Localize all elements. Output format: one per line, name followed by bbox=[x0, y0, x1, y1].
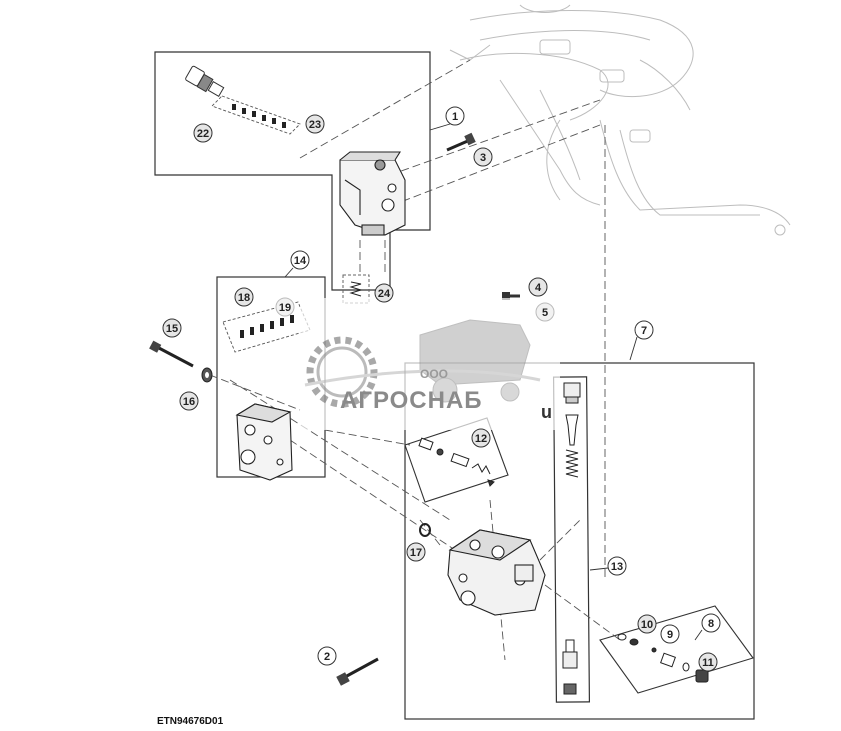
svg-text:5: 5 bbox=[542, 307, 548, 319]
part-7-valve-body bbox=[447, 529, 546, 616]
svg-text:7: 7 bbox=[641, 325, 647, 337]
callout-18: 18 bbox=[234, 287, 254, 307]
callout-11: 11 bbox=[698, 652, 718, 672]
gear-logo-icon bbox=[306, 336, 378, 408]
svg-text:2: 2 bbox=[324, 651, 330, 663]
part-23-seal-strip bbox=[211, 95, 301, 135]
part-4-screw bbox=[502, 292, 520, 300]
harvester-logo-icon bbox=[419, 319, 531, 403]
part-22-solenoid bbox=[185, 65, 225, 98]
svg-text:18: 18 bbox=[238, 292, 250, 304]
callout-8: 8 bbox=[701, 613, 721, 633]
svg-text:14: 14 bbox=[294, 255, 307, 267]
callout-17: 17 bbox=[406, 542, 426, 562]
svg-text:11: 11 bbox=[702, 657, 714, 669]
callout-3: 3 bbox=[473, 147, 493, 167]
svg-text:1: 1 bbox=[452, 111, 458, 123]
detail-strip-13 bbox=[552, 376, 591, 703]
callout-22: 22 bbox=[193, 123, 213, 143]
harness-assembly-drawing bbox=[449, 4, 791, 236]
callouts: 1 2 3 4 5 7 8 9 10 11 12 13 14 15 16 17 … bbox=[162, 106, 721, 672]
detail-strip-8 bbox=[599, 605, 754, 694]
part-18-seal-strip bbox=[222, 301, 311, 353]
svg-text:10: 10 bbox=[641, 619, 653, 631]
callout-14: 14 bbox=[290, 250, 310, 270]
part-inlet-block bbox=[235, 403, 293, 481]
svg-text:17: 17 bbox=[410, 547, 422, 559]
callout-16: 16 bbox=[179, 391, 199, 411]
callout-leaders bbox=[284, 123, 703, 641]
callout-24: 24 bbox=[374, 283, 394, 303]
part-16-washer bbox=[201, 367, 213, 383]
callout-7: 7 bbox=[634, 320, 654, 340]
watermark-brand: АГРОСНАБ bbox=[340, 387, 483, 414]
callout-19: 19 bbox=[275, 297, 295, 317]
watermark-suffix: u bbox=[541, 402, 552, 422]
svg-text:24: 24 bbox=[378, 288, 391, 300]
svg-text:15: 15 bbox=[166, 323, 178, 335]
svg-text:16: 16 bbox=[183, 396, 195, 408]
part-17-o-ring bbox=[419, 523, 431, 537]
part-8-seal-kit bbox=[617, 633, 709, 683]
part-13-spool-kit bbox=[562, 382, 581, 695]
svg-text:19: 19 bbox=[279, 302, 291, 314]
watermark-prefix: ООО bbox=[420, 367, 448, 381]
figure-code: ETN94676D01 bbox=[157, 716, 224, 727]
alignment-lines bbox=[209, 59, 621, 661]
callout-2: 2 bbox=[317, 646, 337, 666]
svg-text:22: 22 bbox=[197, 128, 209, 140]
svg-text:4: 4 bbox=[535, 282, 542, 294]
agrosnab-watermark bbox=[300, 298, 560, 430]
callout-4: 4 bbox=[528, 277, 548, 297]
callout-5: 5 bbox=[535, 302, 555, 322]
svg-text:13: 13 bbox=[611, 561, 623, 573]
svg-text:8: 8 bbox=[708, 618, 714, 630]
callout-1: 1 bbox=[445, 106, 465, 126]
detail-panel-7 bbox=[404, 362, 755, 720]
part-12-relief-valve bbox=[418, 437, 495, 487]
callout-13: 13 bbox=[607, 556, 627, 576]
callout-12: 12 bbox=[471, 428, 491, 448]
callout-15: 15 bbox=[162, 318, 182, 338]
part-2-bolt bbox=[336, 657, 379, 686]
callout-23: 23 bbox=[305, 114, 325, 134]
callout-9: 9 bbox=[660, 624, 680, 644]
svg-text:9: 9 bbox=[667, 629, 673, 641]
svg-text:3: 3 bbox=[480, 152, 486, 164]
part-15-tie-bolt bbox=[149, 340, 194, 368]
callout-10: 10 bbox=[637, 614, 657, 634]
svg-text:12: 12 bbox=[475, 433, 487, 445]
part-1-valve-section bbox=[339, 151, 406, 236]
part-3-bolt bbox=[446, 132, 476, 152]
svg-text:23: 23 bbox=[309, 119, 321, 131]
